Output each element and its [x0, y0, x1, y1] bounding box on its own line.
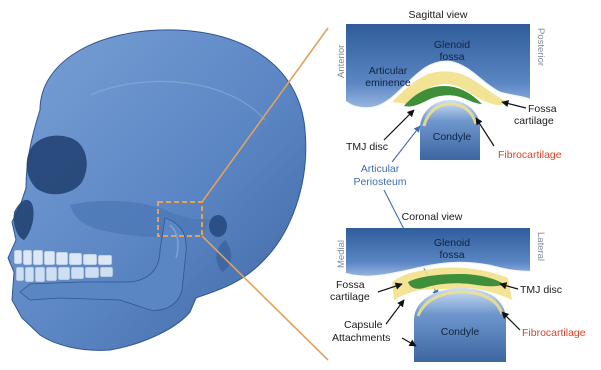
- sagittal-tmj-disc-label: TMJ disc: [346, 141, 388, 153]
- coronal-lateral-label: Lateral: [535, 232, 546, 261]
- periosteum-arrow-up: [392, 126, 420, 162]
- coronal-capsule-label-2: Attachments: [332, 332, 390, 344]
- coronal-glenoid-label-2: fossa: [439, 249, 464, 261]
- coronal-capsule-label-1: Capsule: [344, 319, 383, 331]
- sagittal-eminence-label-2: eminence: [365, 77, 411, 89]
- coronal-fossa-cart-label-2: cartilage: [330, 291, 370, 303]
- sagittal-posterior-label: Posterior: [535, 28, 546, 66]
- coronal-fibrocartilage-label: Fibrocartilage: [522, 327, 586, 339]
- periosteum-label-1: Articular: [361, 163, 400, 175]
- sagittal-glenoid-label-1: Glenoid: [434, 39, 470, 51]
- sagittal-tmj-disc-arrow: [384, 110, 414, 140]
- coronal-medial-label: Medial: [336, 240, 347, 268]
- sagittal-view: Sagittal view Anterior Posterior Glenoid…: [336, 9, 562, 161]
- skull-illustration: [8, 30, 306, 350]
- sagittal-eminence-label-1: Articular: [369, 65, 408, 77]
- eye-orbit: [27, 136, 87, 195]
- periosteum-label-2: Periosteum: [353, 176, 406, 188]
- coronal-view: Coronal view Medial Lateral Glenoid foss…: [330, 211, 586, 362]
- coronal-title: Coronal view: [402, 211, 463, 223]
- sagittal-condyle: [420, 100, 480, 160]
- coronal-glenoid-label-1: Glenoid: [434, 237, 470, 249]
- sagittal-anterior-label: Anterior: [336, 45, 347, 78]
- sagittal-condyle-label: Condyle: [433, 131, 472, 143]
- coronal-capsule-arrow-1: [386, 300, 404, 324]
- sagittal-title: Sagittal view: [409, 9, 468, 21]
- coronal-tmj-disc-label: TMJ disc: [520, 284, 562, 296]
- sagittal-fossa-cart-arrow: [502, 102, 526, 108]
- sagittal-fossa-cart-label-2: cartilage: [514, 115, 554, 127]
- coronal-capsule-arrow-2: [402, 338, 416, 346]
- sagittal-fibrocartilage-label: Fibrocartilage: [498, 149, 562, 161]
- coronal-condyle-label: Condyle: [441, 326, 480, 338]
- sagittal-fossa-cart-label-1: Fossa: [528, 103, 557, 115]
- coronal-fossa-cart-label-1: Fossa: [336, 279, 365, 291]
- sagittal-glenoid-label-2: fossa: [439, 51, 464, 63]
- ear-canal: [209, 215, 227, 237]
